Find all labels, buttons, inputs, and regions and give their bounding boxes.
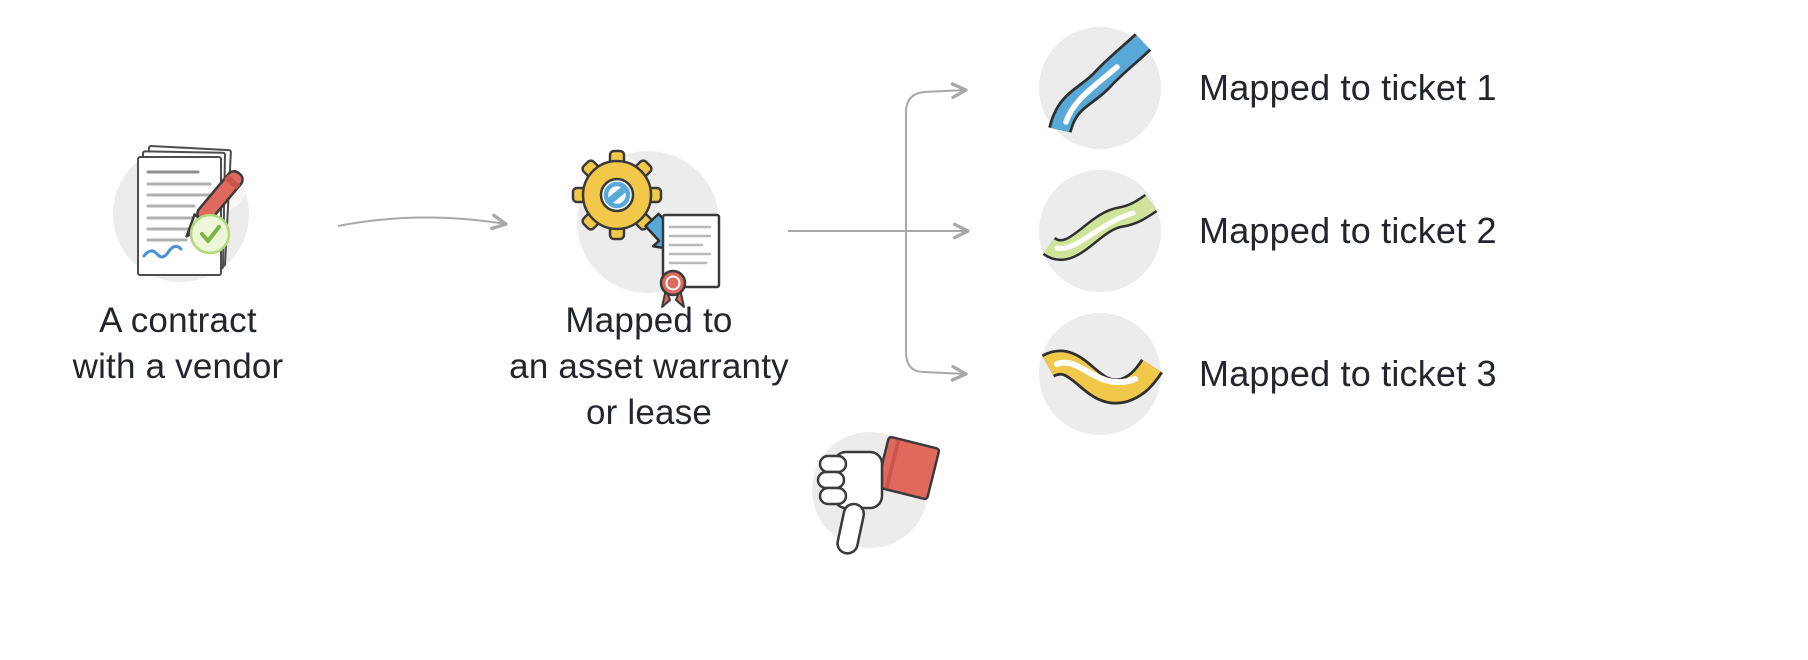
arrow-contract-to-asset [337, 213, 508, 231]
ticket-row-1: Mapped to ticket 1 [1035, 23, 1497, 153]
contract-label: A contract with a vendor [28, 298, 328, 390]
thumb [836, 502, 866, 555]
sleeve [875, 435, 941, 501]
asset-label: Mapped to an asset warranty or lease [466, 298, 832, 436]
rosette-seal-icon [659, 269, 687, 308]
ticket-row-3: Mapped to ticket 3 [1035, 309, 1497, 439]
yellow-ribbon-icon [1039, 313, 1163, 435]
hand [816, 450, 884, 555]
thumbs-down-icon [812, 432, 941, 555]
ribbon-highlight [1054, 210, 1136, 251]
ticket-3-label: Mapped to ticket 3 [1199, 353, 1497, 394]
green-ribbon-icon [1039, 170, 1161, 292]
arrow-branch-to-ticket-3 [905, 231, 968, 382]
asset-label-line-3: or lease [585, 393, 713, 432]
finger-top [818, 454, 848, 474]
finger-bottom [818, 486, 848, 506]
check-badge-icon [189, 213, 231, 255]
contract-label-line-2: with a vendor [72, 347, 284, 386]
ticket-2-label: Mapped to ticket 2 [1199, 210, 1497, 251]
finger-middle [816, 470, 846, 490]
blue-ribbon-icon [1039, 27, 1161, 149]
asset-label-line-1: Mapped to [565, 301, 733, 340]
ribbon-highlight [1063, 64, 1120, 125]
gear-icon [571, 149, 663, 241]
ticket-1-label: Mapped to ticket 1 [1199, 67, 1497, 108]
signed-contract-icon [113, 145, 249, 282]
asset-mapping-icon [571, 149, 721, 308]
contract-label-line-1: A contract [99, 301, 257, 340]
asset-label-line-2: an asset warranty [509, 347, 789, 386]
prohibition-icon [603, 181, 631, 209]
certificate-icon [659, 213, 721, 308]
signature-scribble [142, 244, 183, 259]
ribbon-highlight [1054, 359, 1138, 386]
ticket-row-2: Mapped to ticket 2 [1035, 166, 1497, 296]
arrow-branch-to-ticket-1 [905, 82, 968, 231]
